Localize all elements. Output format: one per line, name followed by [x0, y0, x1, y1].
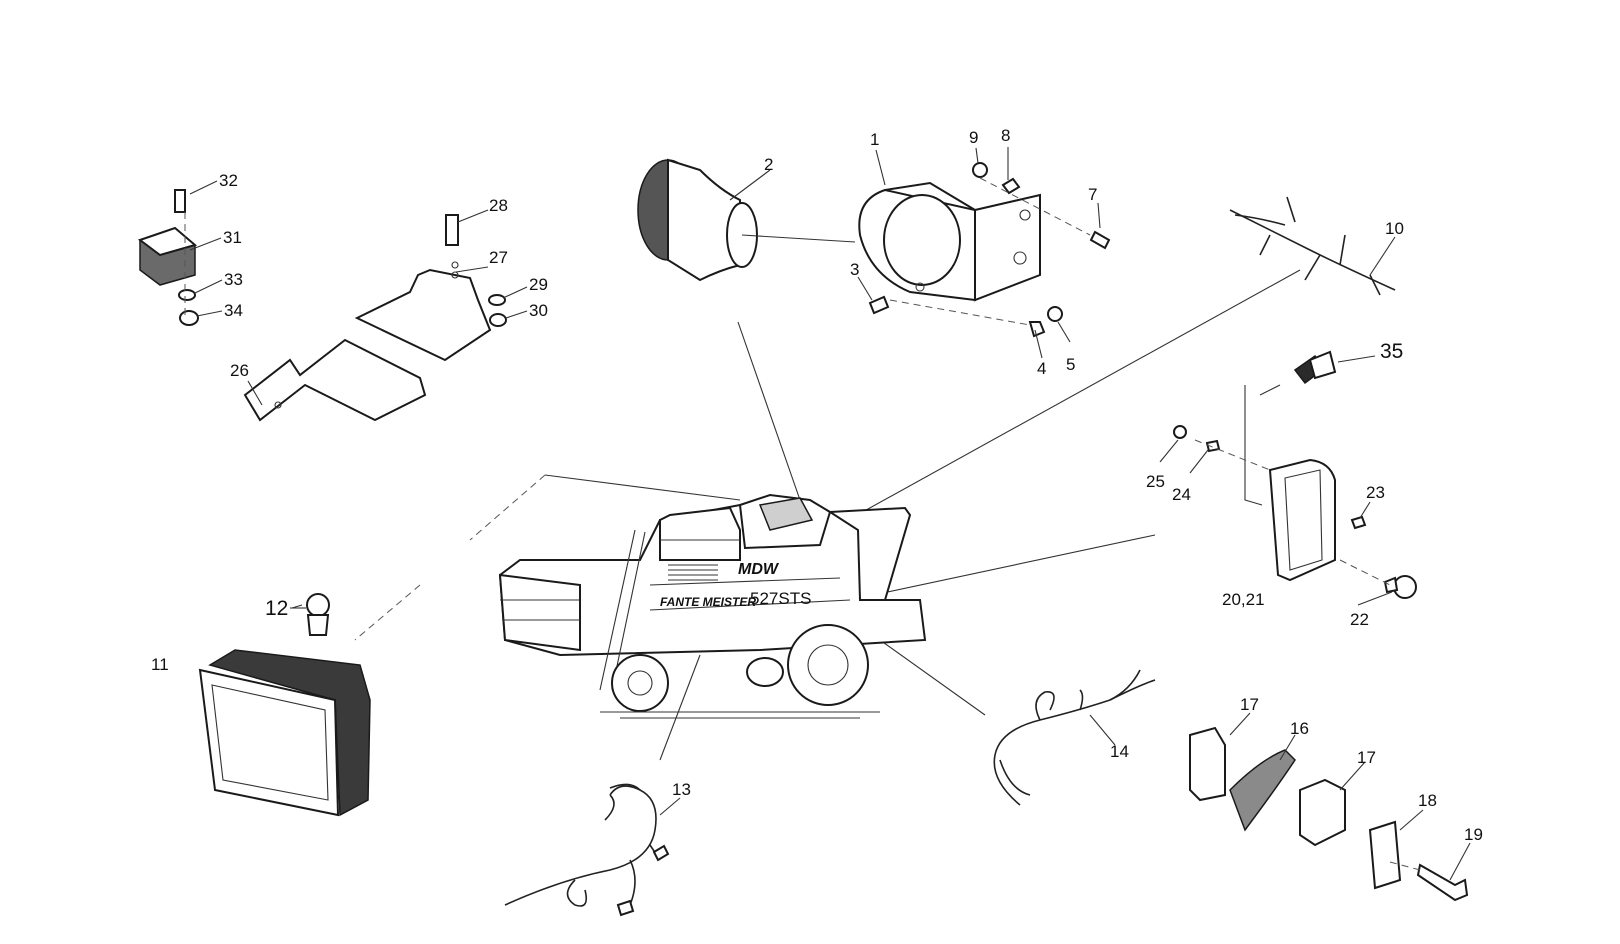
bulb-22	[1383, 575, 1417, 599]
callout-9: 9	[969, 128, 978, 147]
callout-17a: 17	[1240, 695, 1259, 714]
callout-29: 29	[529, 275, 548, 294]
callout-25: 25	[1146, 472, 1165, 491]
callout-8: 8	[1001, 126, 1010, 145]
washer-24	[1205, 439, 1221, 453]
callout-labels: 1 2 3 4 5 7 8 9 10 11 12 13 14 16 17 17 …	[151, 126, 1483, 844]
cover-cap-part	[637, 158, 856, 282]
callout-5: 5	[1066, 355, 1075, 374]
work-light-assembly	[198, 593, 371, 817]
callout-3: 3	[850, 260, 859, 279]
bolt-32	[174, 189, 186, 213]
callout-14: 14	[1110, 742, 1129, 761]
brand-logo: MDW	[738, 561, 780, 578]
callout-32: 32	[219, 171, 238, 190]
callout-26: 26	[230, 361, 249, 380]
callout-19: 19	[1464, 825, 1483, 844]
callout-16: 16	[1290, 719, 1309, 738]
wiring-loom-part	[1229, 196, 1396, 296]
callout-28: 28	[489, 196, 508, 215]
combine-harvester: MDW FANTE MEISTER 527STS	[498, 493, 927, 719]
callout-11: 11	[151, 655, 169, 674]
nut-30	[489, 313, 507, 327]
model-name-plate: FANTE MEISTER	[660, 595, 756, 609]
callout-20-21: 20,21	[1222, 590, 1265, 609]
plate-26	[243, 338, 427, 422]
callout-27: 27	[489, 248, 508, 267]
mounting-plates	[243, 214, 507, 422]
model-number: 527STS	[750, 589, 811, 608]
wiring-harness-14	[993, 669, 1156, 806]
mounting-bracket-part	[858, 181, 1041, 302]
callout-24: 24	[1172, 485, 1191, 504]
washer-29	[488, 294, 506, 306]
callout-23: 23	[1366, 483, 1385, 502]
wiring-harness-13	[504, 783, 670, 917]
bulb-12	[306, 593, 330, 617]
screw-23	[1350, 515, 1367, 530]
front-wheel	[611, 654, 669, 712]
plate-27	[354, 268, 492, 362]
callout-4: 4	[1037, 359, 1046, 378]
callout-33: 33	[224, 270, 243, 289]
clamp-hardware	[1189, 726, 1469, 902]
callout-35: 35	[1380, 340, 1403, 363]
bolt-28	[445, 214, 459, 246]
callout-17b: 17	[1357, 748, 1376, 767]
bracket-hardware	[868, 162, 1111, 338]
callout-22: 22	[1350, 610, 1369, 629]
callout-2: 2	[764, 155, 773, 174]
callout-leaders	[189, 147, 1471, 881]
callout-13: 13	[672, 780, 691, 799]
callout-1: 1	[870, 130, 879, 149]
rear-wheel	[787, 624, 869, 706]
washer-33	[178, 289, 196, 301]
nut-25	[1173, 425, 1187, 439]
callout-10: 10	[1385, 219, 1404, 238]
nut-34	[179, 310, 199, 326]
callout-30: 30	[529, 301, 548, 320]
clamp-17a	[1189, 726, 1226, 802]
ignition-key-part	[1259, 350, 1376, 396]
callout-12: 12	[265, 597, 288, 620]
relay-assembly	[137, 189, 199, 326]
callout-7: 7	[1088, 185, 1097, 204]
callout-18: 18	[1418, 791, 1437, 810]
callout-34: 34	[224, 301, 243, 320]
bolt-19	[1416, 863, 1469, 902]
callout-31: 31	[223, 228, 242, 247]
clamp-17b	[1299, 778, 1346, 847]
grommet-16	[1229, 749, 1296, 832]
rear-lamp-assembly	[1173, 385, 1417, 599]
plate-18	[1368, 820, 1402, 890]
